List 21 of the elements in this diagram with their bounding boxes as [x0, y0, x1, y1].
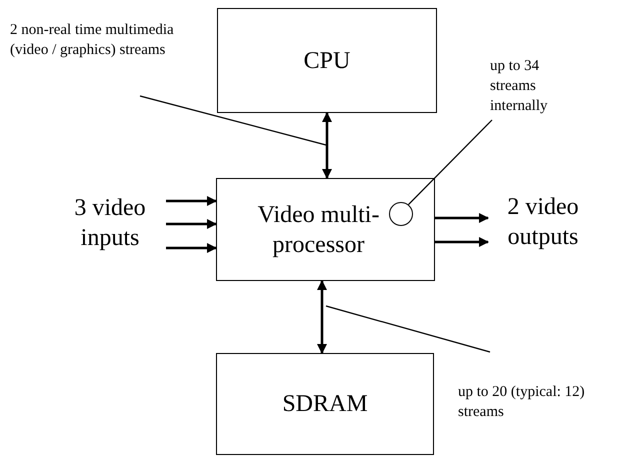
box-label: SDRAM	[282, 390, 368, 419]
leader-line	[408, 120, 492, 205]
arrow	[166, 219, 217, 229]
annotation-text: up to 20 (typical: 12) streams	[458, 383, 586, 422]
annotation-text: 2 non-real time multimedia (video / graphics) streams	[10, 21, 175, 60]
leader-line	[140, 95, 326, 146]
arrow	[166, 243, 217, 253]
box-label: CPU	[304, 46, 350, 76]
arrow	[166, 196, 217, 206]
annotation-text: 2 video outputs	[506, 193, 580, 252]
leader-line	[326, 305, 490, 353]
arrow	[317, 280, 327, 354]
process-box	[216, 178, 435, 281]
box-label: Video multi-processor	[256, 200, 380, 260]
arrow	[322, 112, 332, 179]
process-box	[217, 8, 437, 113]
arrow	[435, 213, 489, 223]
annotation-text: 3 video inputs	[73, 194, 147, 253]
process-box	[216, 353, 434, 455]
annotation-text: up to 34 streams internally	[490, 57, 548, 116]
arrow	[435, 237, 489, 247]
